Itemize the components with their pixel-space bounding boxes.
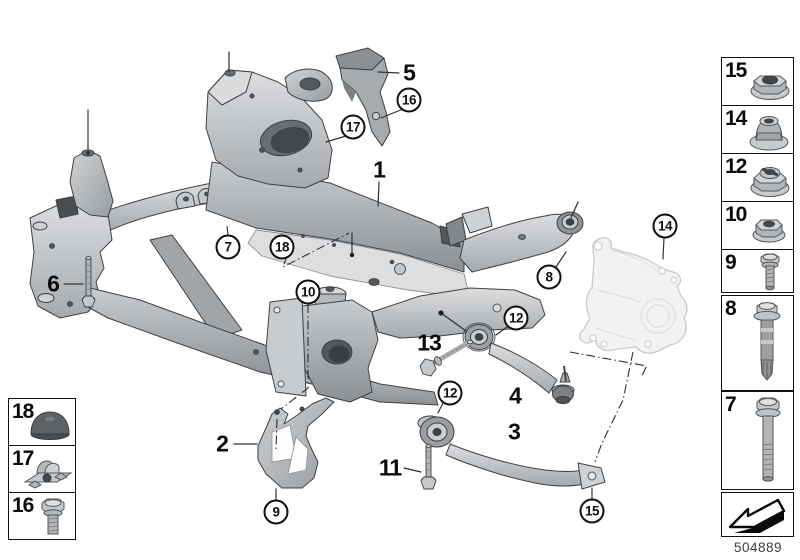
part-label-3[interactable]: 3 (508, 418, 521, 445)
balloon-10[interactable]: 10 (295, 279, 321, 305)
hex-flange-nut-icon (752, 219, 786, 243)
collar-nut-icon (749, 116, 789, 151)
parts-box-15[interactable]: 15 (721, 57, 794, 106)
leader-lines (63, 51, 665, 501)
parts-box-8[interactable]: 8 (721, 295, 794, 391)
balloon-18[interactable]: 18 (269, 234, 295, 260)
balloon-9[interactable]: 9 (263, 499, 289, 525)
ribbed-screw-icon (753, 302, 781, 381)
clip-nut-icon (23, 460, 73, 489)
part-label-13[interactable]: 13 (417, 329, 442, 356)
balloon-12-lower[interactable]: 12 (437, 380, 463, 406)
parts-box-16[interactable]: 16 (8, 492, 76, 540)
part-label-4[interactable]: 4 (509, 382, 522, 409)
short-bolt-icon (760, 253, 780, 291)
balloon-12-upper[interactable]: 12 (503, 305, 529, 331)
control-arm-shape (417, 415, 606, 490)
balloon-7[interactable]: 7 (215, 234, 241, 260)
direction-arrow-box (721, 492, 794, 537)
support-bracket-shape (257, 397, 335, 489)
balloon-16[interactable]: 16 (396, 87, 422, 113)
phantom-lines (226, 225, 648, 463)
part-label-6[interactable]: 6 (47, 270, 60, 297)
bolt-11-shape (420, 444, 437, 490)
bolt-6-shape (81, 256, 96, 308)
parts-box-9[interactable]: 9 (721, 249, 794, 293)
parts-box-14[interactable]: 14 (721, 105, 794, 154)
heat-shield-shape (335, 47, 391, 147)
parts-box-17[interactable]: 17 (8, 445, 76, 493)
drawing-number: 504889 (733, 540, 783, 555)
parts-box-10[interactable]: 10 (721, 201, 794, 250)
flange-nut-icon (750, 75, 790, 100)
part-label-11[interactable]: 11 (378, 454, 402, 481)
long-bolt-icon (755, 397, 781, 482)
balloon-14[interactable]: 14 (652, 213, 678, 239)
lock-nut-icon (750, 167, 790, 197)
hex-bolt-icon (41, 498, 65, 535)
parts-box-18[interactable]: 18 (8, 398, 76, 446)
part-label-1[interactable]: 1 (373, 156, 386, 183)
parts-box-7[interactable]: 7 (721, 391, 794, 490)
balloon-8[interactable]: 8 (536, 264, 562, 290)
bolt-13-shape (419, 339, 474, 377)
direction-of-travel-arrow-icon (728, 498, 786, 533)
parts-box-12[interactable]: 12 (721, 153, 794, 202)
steering-knuckle-ghost-shape (579, 237, 688, 354)
balloon-15[interactable]: 15 (579, 498, 605, 524)
balloon-17[interactable]: 17 (340, 114, 366, 140)
part-label-5[interactable]: 5 (403, 59, 416, 86)
subframe-shape (29, 68, 584, 406)
part-label-2[interactable]: 2 (216, 430, 229, 457)
rubber-cap-icon (30, 411, 70, 440)
